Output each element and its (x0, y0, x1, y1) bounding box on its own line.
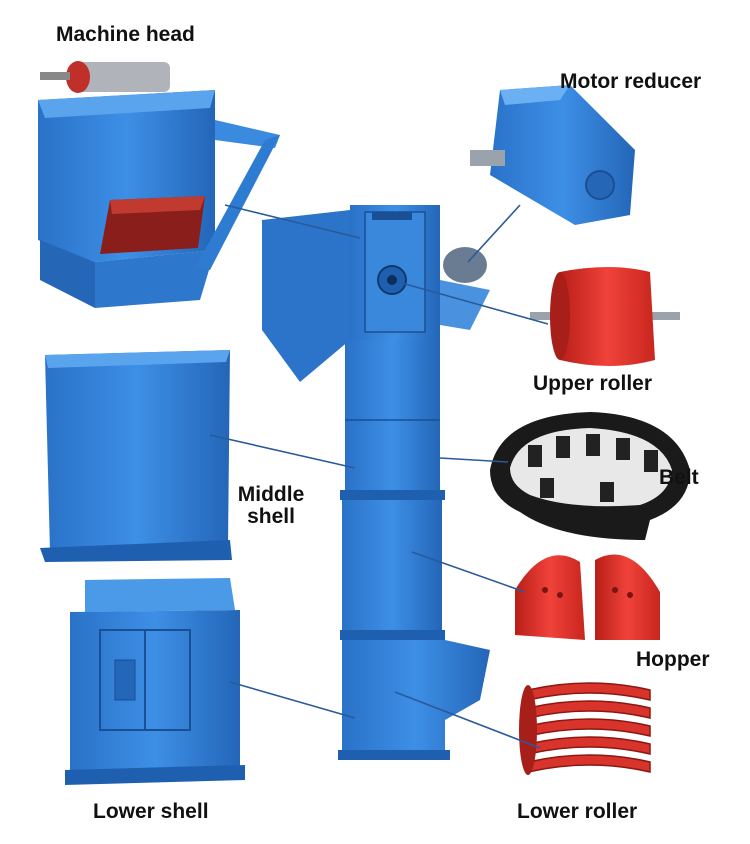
machine-head-part (38, 61, 280, 308)
label-upper-roller: Upper roller (533, 372, 653, 395)
leader-lower-shell (229, 681, 356, 719)
label-hopper: Hopper (636, 648, 710, 671)
leader-upper-roller (397, 281, 549, 325)
label-lower-roller: Lower roller (517, 800, 638, 823)
bucket-elevator-assembly (262, 205, 490, 760)
motor-reducer-part (470, 85, 635, 225)
leader-hopper (411, 551, 526, 593)
label-machine-head: Machine head (56, 23, 195, 46)
leader-lower-roller (394, 691, 541, 749)
leader-lines (209, 204, 549, 749)
label-belt: Belt (659, 466, 699, 489)
belt-part (490, 412, 690, 540)
label-middle-shell-line2: shell (247, 505, 295, 529)
label-motor-reducer: Motor reducer (560, 70, 702, 93)
leader-middle-shell (209, 434, 356, 469)
leader-motor-reducer (467, 204, 521, 263)
label-middle-shell-line1: Middle (237, 483, 305, 506)
label-middle-shell: Middle shell (232, 483, 310, 529)
label-lower-shell: Lower shell (93, 800, 209, 823)
middle-shell-part (40, 350, 232, 562)
leader-belt (439, 457, 509, 463)
hopper-part (515, 554, 660, 640)
upper-roller-part (530, 267, 680, 366)
lower-roller-part (519, 682, 651, 775)
leader-machine-head (224, 204, 361, 239)
lower-shell-part (65, 578, 245, 785)
